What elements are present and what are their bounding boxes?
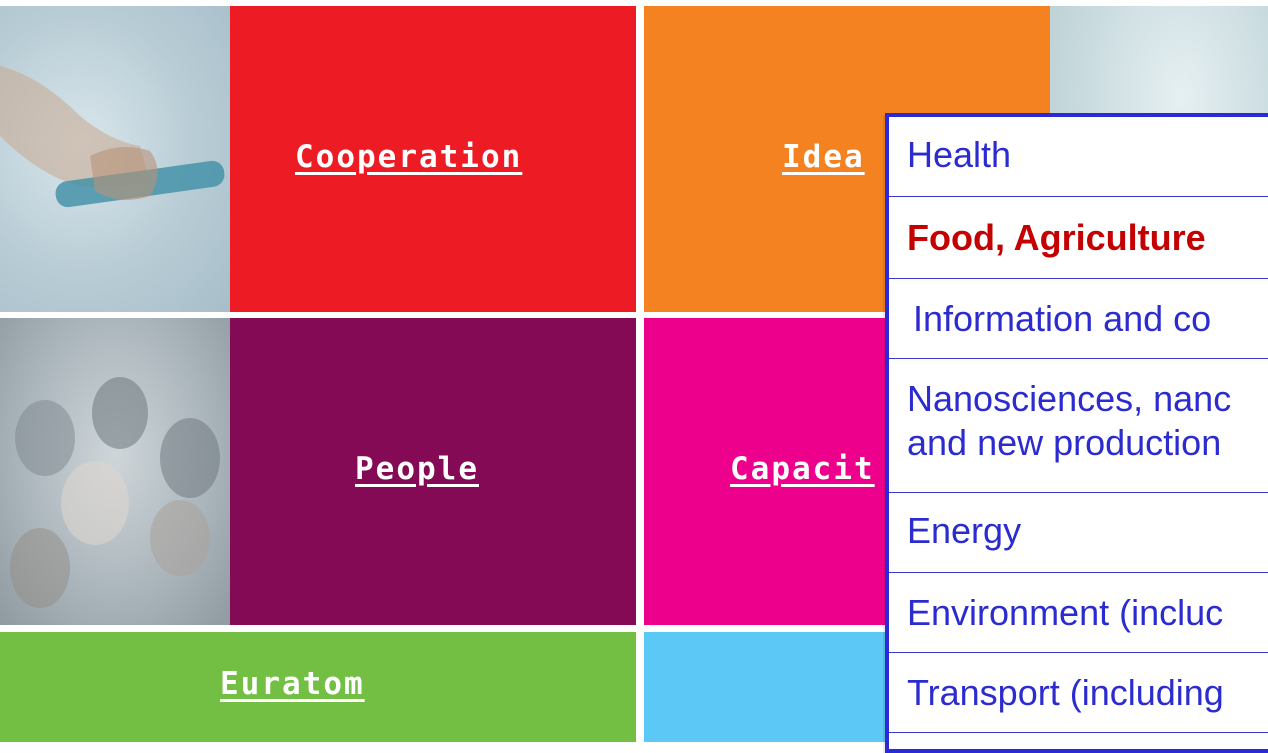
people-tile[interactable]: People (230, 318, 636, 625)
photo-hand-tile (0, 6, 230, 312)
theme-item-food-agriculture[interactable]: Food, Agriculture (889, 197, 1268, 279)
cooperation-tile[interactable]: Cooperation (230, 6, 636, 312)
group-of-people-image (10, 377, 220, 608)
theme-label: Environment (incluc (907, 592, 1224, 633)
theme-label: Transport (including (907, 672, 1224, 713)
theme-item-nanosciences[interactable]: Nanosciences, nanc and new production (889, 359, 1268, 493)
theme-label: Information and co (913, 298, 1212, 339)
ideas-link[interactable]: Idea (782, 139, 865, 175)
euratom-link[interactable]: Euratom (220, 666, 365, 702)
photo-people-tile (0, 318, 230, 625)
hand-with-tool-image (0, 66, 225, 208)
theme-item-information[interactable]: Information and co (889, 279, 1268, 359)
euratom-tile[interactable]: Euratom (0, 632, 636, 742)
theme-item-transport[interactable]: Transport (including (889, 653, 1268, 733)
theme-label: Health (907, 134, 1012, 175)
theme-item-energy[interactable]: Energy (889, 493, 1268, 573)
theme-label: Energy (907, 510, 1022, 551)
cooperation-link[interactable]: Cooperation (295, 139, 523, 175)
theme-item-health[interactable]: Health (889, 117, 1268, 197)
themes-panel: Health Food, Agriculture Information and… (885, 113, 1268, 753)
theme-label-line2: and new production (907, 422, 1222, 463)
theme-label: Food, Agriculture (907, 217, 1206, 258)
people-link[interactable]: People (355, 451, 479, 487)
capacities-link[interactable]: Capacit (730, 451, 875, 487)
theme-item-environment[interactable]: Environment (incluc (889, 573, 1268, 653)
theme-label-line1: Nanosciences, nanc (907, 378, 1232, 419)
